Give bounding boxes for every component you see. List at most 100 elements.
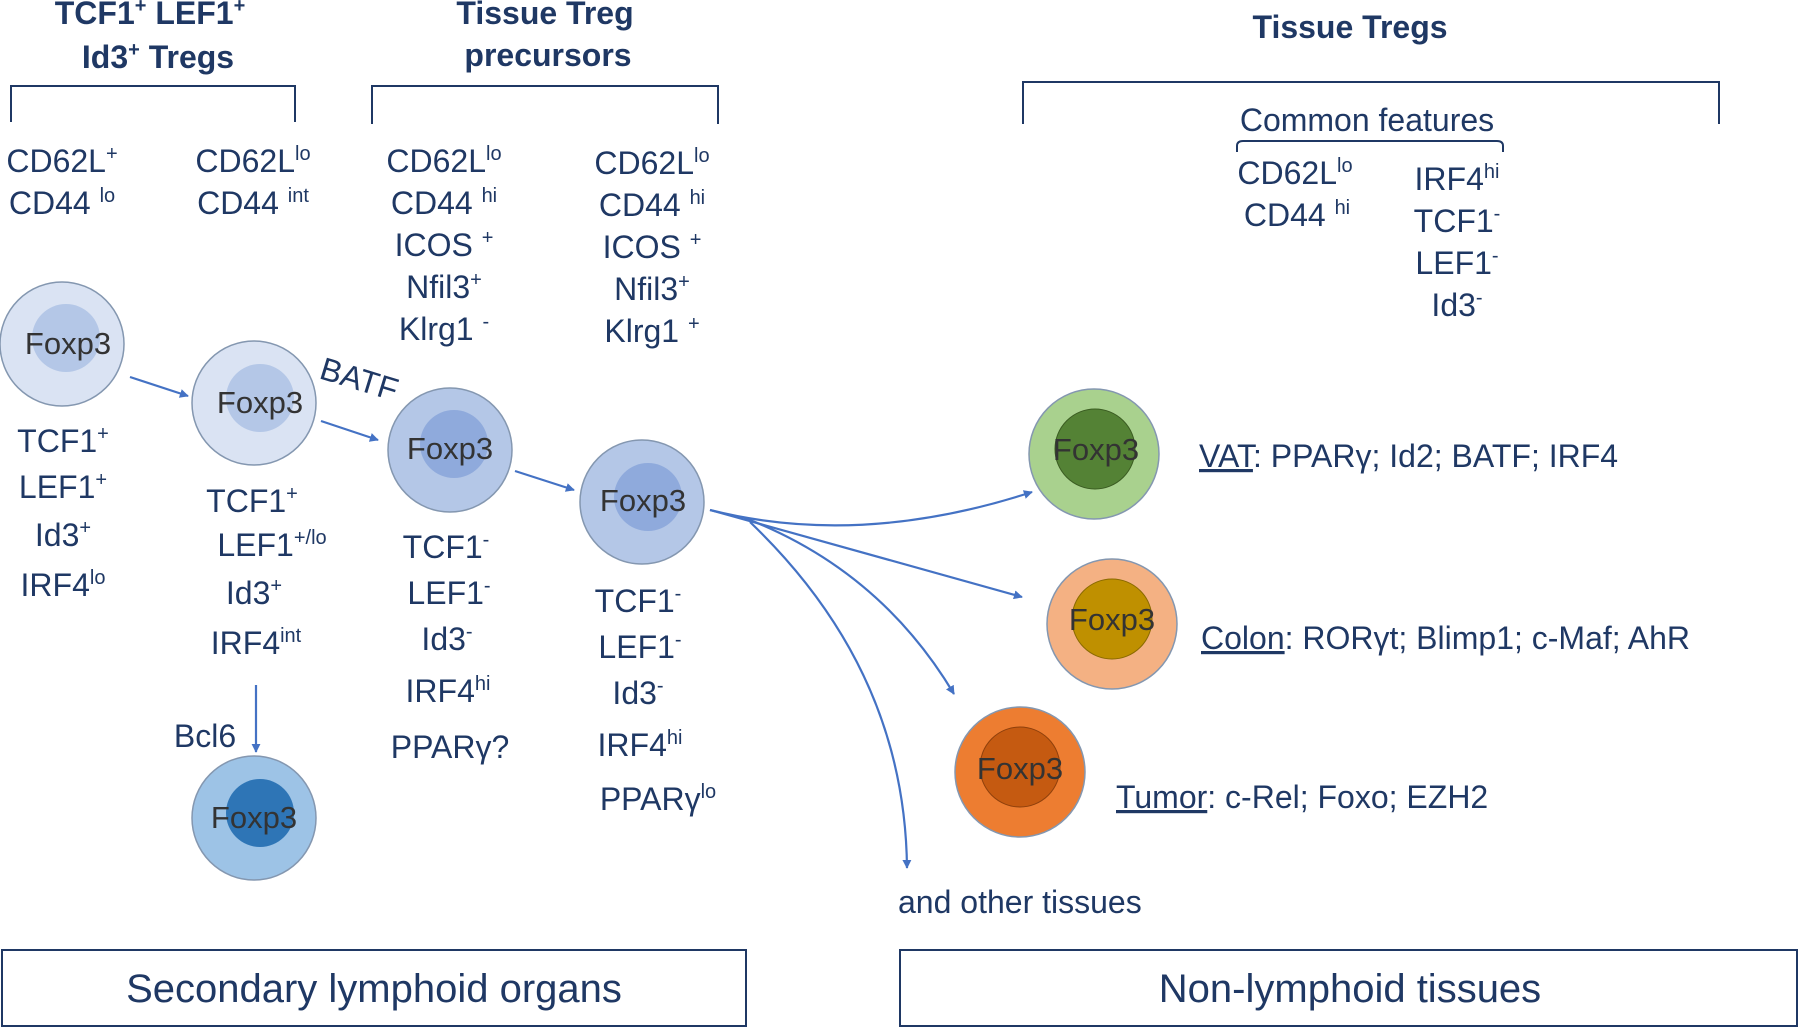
arrow-to-tumor: [744, 516, 955, 695]
arrow-label-batf: BATF: [316, 350, 402, 408]
cell4-label: Foxp3: [600, 483, 686, 518]
col2-cd62l: CD62Llo: [195, 143, 310, 179]
surface-markers-col2: CD62Llo CD44 int: [195, 143, 310, 221]
cell-colon-label: Foxp3: [1069, 602, 1155, 637]
tf3-id3: Id3-: [421, 621, 472, 657]
arrow-cell3-to-cell4: [514, 469, 575, 492]
tf-cell2: TCF1+ LEF1+/lo Id3+ IRF4int: [206, 483, 326, 661]
header-tcf-tregs: TCF1+ LEF1+ Id3+ Tregs: [55, 0, 246, 75]
tf4-tcf1: TCF1-: [595, 583, 682, 619]
cell-bcl6-label: Foxp3: [211, 800, 297, 835]
cell-vat-label: Foxp3: [1053, 432, 1139, 467]
tf-cell4: TCF1- LEF1- Id3- IRF4hi PPARγlo: [595, 583, 717, 817]
tissue-colon: Colon: RORγt; Blimp1; c-Maf; AhR: [1201, 620, 1690, 656]
cell-tumor-treg: Foxp3: [954, 706, 1086, 838]
cell-tcf-treg-int: Foxp3: [191, 340, 317, 466]
tissue-vat: VAT: PPARγ; Id2; BATF; IRF4: [1199, 438, 1618, 474]
arrow-to-other-tissues: [749, 521, 912, 869]
cell-bcl6-tfr: Foxp3: [191, 755, 317, 881]
tf4-irf4: IRF4hi: [598, 727, 683, 763]
tf3-tcf1: TCF1-: [403, 529, 490, 565]
common-irf4: IRF4hi: [1415, 161, 1500, 197]
box-secondary-lymphoid: Secondary lymphoid organs: [1, 949, 747, 1027]
tissue-tumor: Tumor: c-Rel; Foxo; EZH2: [1116, 779, 1488, 815]
tf1-id3: Id3+: [35, 517, 91, 553]
cell3-label: Foxp3: [407, 431, 493, 466]
common-tcf1: TCF1-: [1414, 203, 1501, 239]
tf3-lef1: LEF1-: [407, 575, 490, 611]
col3-nfil3: Nfil3+: [406, 269, 482, 305]
arrows: [129, 375, 1033, 869]
cell1-label: Foxp3: [25, 326, 111, 361]
col3-icos: ICOS +: [395, 227, 494, 263]
arrow-label-bcl6: Bcl6: [174, 718, 236, 754]
tf1-irf4: IRF4lo: [21, 567, 106, 603]
header-precursors: Tissue Treg precursors: [456, 0, 633, 73]
col1-cd62l: CD62L+: [6, 143, 117, 179]
col4-icos: ICOS +: [603, 229, 702, 265]
header-tissue-tregs: Tissue Tregs: [1252, 9, 1447, 45]
arrow-cell1-to-cell2: [129, 375, 189, 398]
col4-cd62l: CD62Llo: [594, 145, 709, 181]
bracket-tcf-tregs: [10, 85, 296, 122]
cell4-nucleus: [614, 463, 682, 531]
cell-vat-treg: Foxp3: [1028, 388, 1160, 520]
cell3-nucleus: [420, 410, 488, 478]
col3-klrg1: Klrg1 -: [399, 311, 489, 347]
box-nonlymphoid: Non-lymphoid tissues: [899, 949, 1798, 1027]
col4-nfil3: Nfil3+: [614, 271, 690, 307]
bracket-precursors: [371, 85, 719, 124]
common-features-title: Common features: [1240, 102, 1494, 138]
common-cd62l: CD62Llo: [1237, 155, 1352, 191]
surface-markers-col1: CD62L+ CD44 lo: [6, 143, 117, 221]
cell1-nucleus: [32, 304, 100, 372]
box-secondary-label: Secondary lymphoid organs: [126, 967, 622, 1011]
bracket-common-features: [1236, 140, 1504, 152]
cell2-label: Foxp3: [217, 385, 303, 420]
tf-cell3: TCF1- LEF1- Id3- IRF4hi PPARγ?: [391, 529, 510, 765]
col2-cd44: CD44 int: [197, 185, 309, 221]
tf1-tcf1: TCF1+: [17, 423, 109, 459]
cell-colon-treg: Foxp3: [1046, 558, 1178, 690]
box-secondary-frame: [1, 949, 747, 1027]
cell-naive-tcf-treg: Foxp3: [0, 281, 125, 407]
header-tcf-tregs-line2: Id3+ Tregs: [82, 39, 234, 75]
cell-colon-nucleus: [1071, 578, 1153, 660]
cell-tumor-label: Foxp3: [977, 751, 1063, 786]
tf2-lef1: LEF1+/lo: [217, 527, 326, 563]
tf2-irf4: IRF4int: [211, 625, 302, 661]
common-cd44: CD44 hi: [1244, 197, 1350, 233]
col1-cd44: CD44 lo: [9, 185, 115, 221]
tf2-id3: Id3+: [226, 575, 282, 611]
cell-bcl6-nucleus: [226, 779, 294, 847]
col3-cd62l: CD62Llo: [386, 143, 501, 179]
header-precursors-line1: Tissue Treg: [456, 0, 633, 31]
tf4-lef1: LEF1-: [598, 629, 681, 665]
arrow-to-vat: [709, 490, 1033, 527]
common-id3: Id3-: [1431, 287, 1482, 323]
tf4-ppar: PPARγlo: [600, 781, 716, 817]
col4-cd44: CD44 hi: [599, 187, 705, 223]
col3-cd44: CD44 hi: [391, 185, 497, 221]
header-precursors-line2: precursors: [464, 37, 631, 73]
tf2-tcf1: TCF1+: [206, 483, 298, 519]
surface-markers-col3: CD62Llo CD44 hi ICOS + Nfil3+ Klrg1 -: [386, 143, 501, 347]
tf1-lef1: LEF1+: [19, 469, 107, 505]
tf4-id3: Id3-: [612, 675, 663, 711]
cell2-nucleus: [226, 364, 294, 432]
cell-precursor-klrg1-pos: Foxp3: [579, 439, 705, 565]
tf3-ppar: PPARγ?: [391, 729, 510, 765]
tissue-other: and other tissues: [898, 884, 1142, 920]
box-nonlymphoid-label: Non-lymphoid tissues: [1159, 967, 1541, 1011]
cell-vat-nucleus: [1054, 408, 1136, 490]
col4-klrg1: Klrg1 +: [604, 313, 699, 349]
common-lef1: LEF1-: [1415, 245, 1498, 281]
common-features: Common features CD62Llo CD44 hi IRF4hi T…: [1237, 102, 1500, 323]
surface-markers-col4: CD62Llo CD44 hi ICOS + Nfil3+ Klrg1 +: [594, 145, 709, 349]
box-nonlymphoid-frame: [899, 949, 1798, 1027]
header-tcf-tregs-line1: TCF1+ LEF1+: [55, 0, 246, 31]
cell-precursor-klrg1-neg: Foxp3: [387, 387, 513, 513]
arrow-cell2-to-cell3: [320, 419, 379, 442]
cell-tumor-nucleus: [979, 726, 1061, 808]
